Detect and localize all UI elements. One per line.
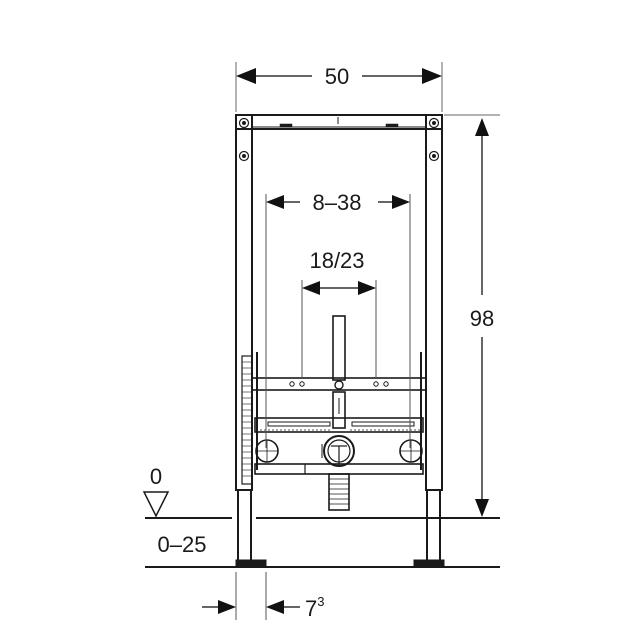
width-dimension: 50 bbox=[235, 62, 443, 112]
arrow-right-icon bbox=[358, 281, 376, 295]
drain-connector-icon bbox=[321, 435, 355, 467]
arrow-right-icon bbox=[218, 600, 236, 614]
anchor-spacing-label: 8–38 bbox=[313, 190, 362, 215]
foot-offset-dimension: 73 bbox=[202, 572, 324, 621]
floor-level-marker: 0 bbox=[142, 464, 170, 518]
level-triangle-icon bbox=[142, 491, 170, 518]
floor-build-up-label: 0–25 bbox=[158, 532, 207, 557]
arrow-left-icon bbox=[302, 281, 320, 295]
arrow-left-icon bbox=[236, 68, 256, 84]
floor-level-label: 0 bbox=[150, 464, 162, 489]
arrow-right-icon bbox=[392, 195, 410, 209]
floor-lines bbox=[145, 517, 500, 568]
foot-offset-label: 73 bbox=[305, 594, 324, 621]
width-label: 50 bbox=[325, 64, 349, 89]
anchor-bolt-icon bbox=[255, 439, 423, 463]
anchor-spacing-dimension: 8–38 bbox=[265, 190, 411, 448]
arrow-left-icon bbox=[266, 600, 284, 614]
supply-spacing-label: 18/23 bbox=[309, 248, 364, 273]
supply-spacing-dimension: 18/23 bbox=[301, 248, 377, 378]
height-label: 98 bbox=[470, 306, 494, 331]
arrow-left-icon bbox=[266, 195, 284, 209]
frame bbox=[235, 114, 445, 567]
screw-icon bbox=[238, 117, 440, 162]
arrow-down-icon bbox=[475, 499, 489, 517]
height-dimension: 98 bbox=[444, 114, 500, 517]
arrow-up-icon bbox=[475, 118, 489, 136]
arrow-right-icon bbox=[422, 68, 442, 84]
